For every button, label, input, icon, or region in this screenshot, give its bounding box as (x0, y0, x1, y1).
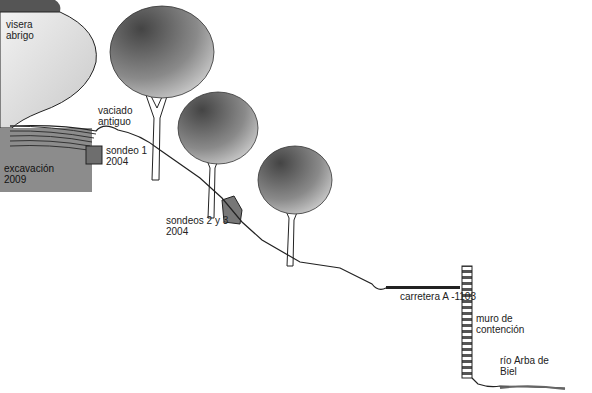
shelter-visor (0, 12, 96, 128)
annotation-label: sondeos 2 y 3 2004 (166, 216, 234, 237)
road (386, 286, 460, 289)
annotation-label: visera abrigo (6, 20, 48, 41)
old-fill-strata (10, 126, 96, 150)
retaining-wall (462, 266, 472, 378)
annotation-label: excavación 2009 (4, 164, 60, 185)
annotation-label: carretera A -1103 (400, 292, 510, 303)
ground-profile (10, 126, 460, 290)
excavation-area (0, 128, 92, 192)
annotation-label: muro de contención (476, 314, 534, 335)
annotation-label: vaciado antiguo (98, 106, 143, 127)
river (500, 386, 565, 389)
annotation-label: sondeo 1 2004 (106, 146, 148, 167)
tree-crowns (110, 6, 332, 214)
annotation-label: río Arba de Biel (500, 356, 560, 377)
riverbank (472, 378, 565, 388)
test-pit (86, 146, 102, 164)
